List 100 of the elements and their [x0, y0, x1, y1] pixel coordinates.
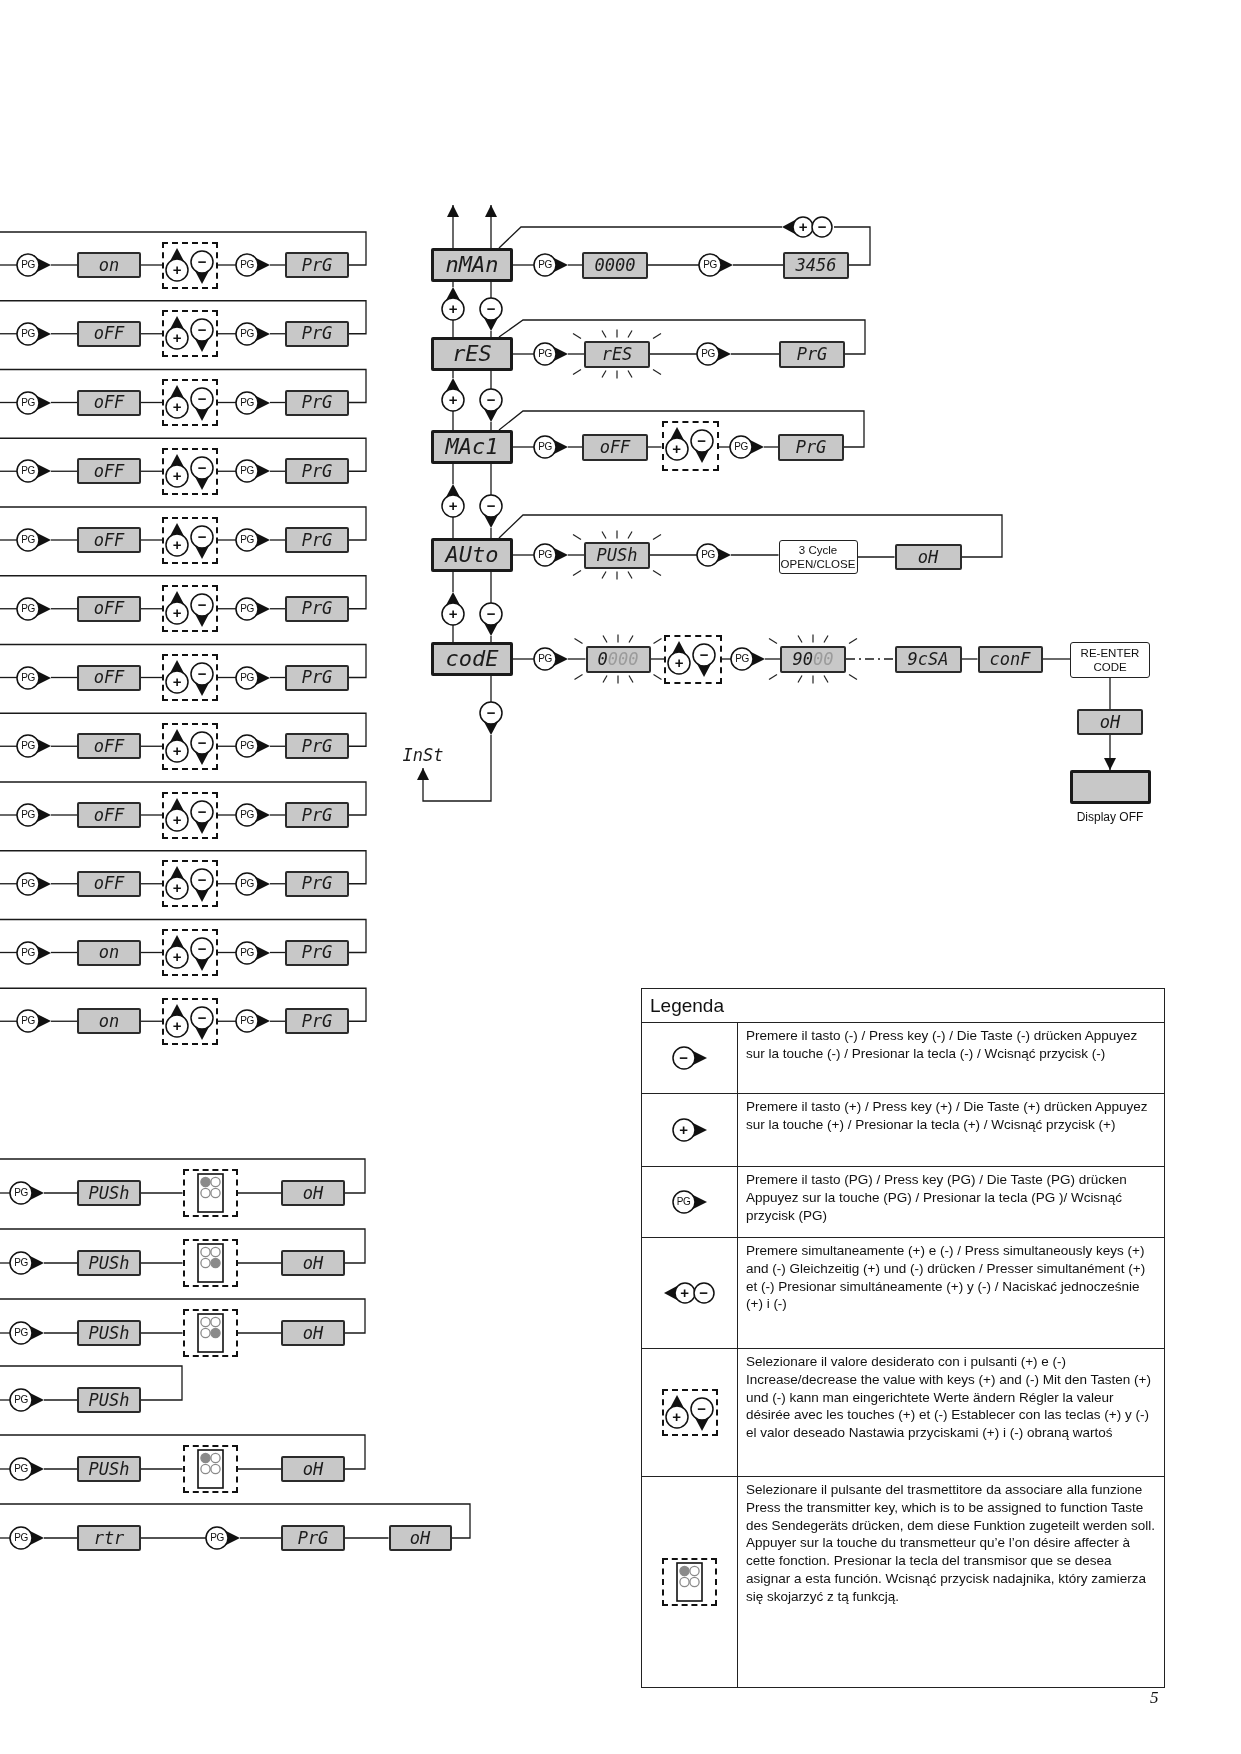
connector-line — [1109, 677, 1111, 710]
connector-line — [452, 624, 454, 643]
connector-line — [649, 658, 665, 660]
lcd-display: oFF — [77, 527, 141, 553]
adjust-keys-frame — [162, 241, 218, 289]
connector-line — [0, 1468, 11, 1470]
connector-line — [43, 1399, 78, 1401]
lcd-display: PUSh — [584, 541, 650, 569]
lcd-display: rtr — [77, 1525, 141, 1551]
connector-line — [498, 410, 865, 448]
connector-line — [140, 883, 163, 885]
display-caption: Display OFF — [1075, 810, 1145, 824]
connector-line — [490, 330, 492, 338]
adjust-keys-symbol: + − — [661, 1389, 718, 1436]
connector-line — [140, 676, 163, 679]
connector-line — [0, 1365, 183, 1401]
connector-line — [721, 658, 732, 660]
connector-line — [490, 675, 492, 703]
connector-line — [50, 951, 78, 954]
connector-line — [490, 370, 492, 390]
connector-line — [140, 401, 163, 404]
connector-line — [43, 1192, 78, 1194]
connector-line — [0, 264, 18, 266]
adjust-keys-frame — [162, 516, 218, 564]
connector-line — [732, 264, 784, 266]
connector-line — [0, 1262, 11, 1264]
connector-line — [239, 1537, 282, 1539]
connector-line — [0, 987, 367, 1022]
lcd-display: oFF — [77, 664, 141, 691]
connector-line — [0, 1298, 366, 1334]
connector-line — [50, 264, 78, 266]
lcd-display: PrG — [285, 527, 349, 553]
connector-line — [0, 368, 367, 404]
connector-line — [512, 446, 535, 448]
connector-line — [730, 353, 780, 355]
lcd-display: oH — [281, 1456, 345, 1482]
lcd-display: PrG — [281, 1525, 345, 1551]
transmitter-frame — [182, 1169, 238, 1217]
connector-line — [452, 571, 454, 593]
lcd-display: PUSh — [77, 1456, 141, 1482]
arrow — [485, 204, 497, 249]
lcd-display: 3456 — [783, 251, 849, 279]
legend-text: Selezionare il pulsante del trasmettitore da associare alla funzione Press the transmitter key, which is to be assigned to function Taste des Sendegeräts drücken, dem diese Funktion zugeteilt werden soll. Appuyer sur la touche du transmetteur qu’e l’on désire affecter à cette fonction. Presionar la tecla del transmisor que se desea asignar a esta función. Wcisnąć przycisk nadajnika, który zamierza się skojarzyć z tą funkcją. — [745, 1481, 1156, 1606]
transmitter-frame — [182, 1445, 238, 1493]
connector-line — [217, 814, 237, 816]
connector-line — [498, 319, 866, 355]
lcd-display: PUSh — [77, 1320, 141, 1346]
lcd-display: oFF — [77, 320, 141, 347]
adjust-keys-frame — [661, 421, 719, 471]
page-number: 5 — [1150, 1688, 1159, 1708]
connector-line — [452, 370, 454, 379]
lcd-display: PrG — [285, 939, 349, 966]
connector-line — [140, 1468, 184, 1470]
message-box: 3 Cycle OPEN/CLOSE — [778, 540, 858, 574]
lcd-display: rES — [431, 337, 513, 371]
legend-title: Legenda — [650, 994, 724, 1017]
connector-line — [217, 539, 237, 541]
connector-line — [0, 506, 367, 541]
connector-line — [490, 421, 492, 431]
connector-line — [217, 264, 237, 266]
lcd-display: PrG — [285, 733, 349, 760]
connector-line — [0, 1158, 366, 1194]
connector-line — [140, 1332, 184, 1334]
connector-line — [50, 470, 78, 472]
transmitter-frame — [182, 1309, 238, 1357]
lcd-display: oFF — [77, 733, 141, 760]
connector-line — [140, 814, 163, 816]
lcd-label: InSt — [399, 747, 447, 767]
connector-line — [0, 1503, 471, 1539]
connector-line — [567, 353, 585, 355]
lcd-display: on — [77, 1008, 141, 1035]
lcd-display: oFF — [77, 389, 141, 416]
lcd-display: oFF — [77, 802, 141, 828]
lcd-display: codE — [431, 642, 513, 676]
connector-line — [50, 676, 78, 679]
connector-line — [452, 463, 454, 485]
connector-line — [50, 1020, 78, 1022]
legend-text: Premere il tasto (-) / Press key (-) / Die Taste (-) drücken Appuyez sur la touche (-) / Presionar la tecla (-) / Wcisnąć przycisk (-) — [745, 1027, 1139, 1063]
lcd-display: oH — [281, 1320, 345, 1346]
connector-line — [0, 300, 367, 335]
connector-line — [1041, 658, 1071, 660]
connector-line — [0, 1332, 11, 1334]
lcd-display: PrG — [285, 1008, 349, 1035]
connector-line — [140, 608, 163, 610]
connector-line — [567, 446, 583, 448]
adjust-keys-frame — [664, 634, 722, 684]
connector-line — [140, 264, 163, 266]
connector-line — [490, 527, 492, 539]
lcd-display: rES — [584, 340, 650, 368]
connector-line — [140, 539, 163, 541]
connector-line — [512, 554, 535, 556]
connector-line — [140, 470, 163, 472]
adjust-keys-frame — [162, 654, 218, 701]
lcd-display: PUSh — [77, 1180, 141, 1206]
connector-line — [50, 814, 78, 816]
connector-line — [647, 264, 700, 266]
connector-line — [344, 1537, 390, 1539]
connector-line — [845, 658, 896, 660]
connector-line — [512, 264, 535, 266]
legend-text: Premere simultaneamente (+) e (-) / Press simultaneously keys (+) and (-) Gleichzeitig (+) und (-) drücken / Presser simultanément (+) et (-) Presionar simultáneamente (+) y (-) / Naciskać jednocześnie (+) i (-) — [745, 1242, 1147, 1314]
